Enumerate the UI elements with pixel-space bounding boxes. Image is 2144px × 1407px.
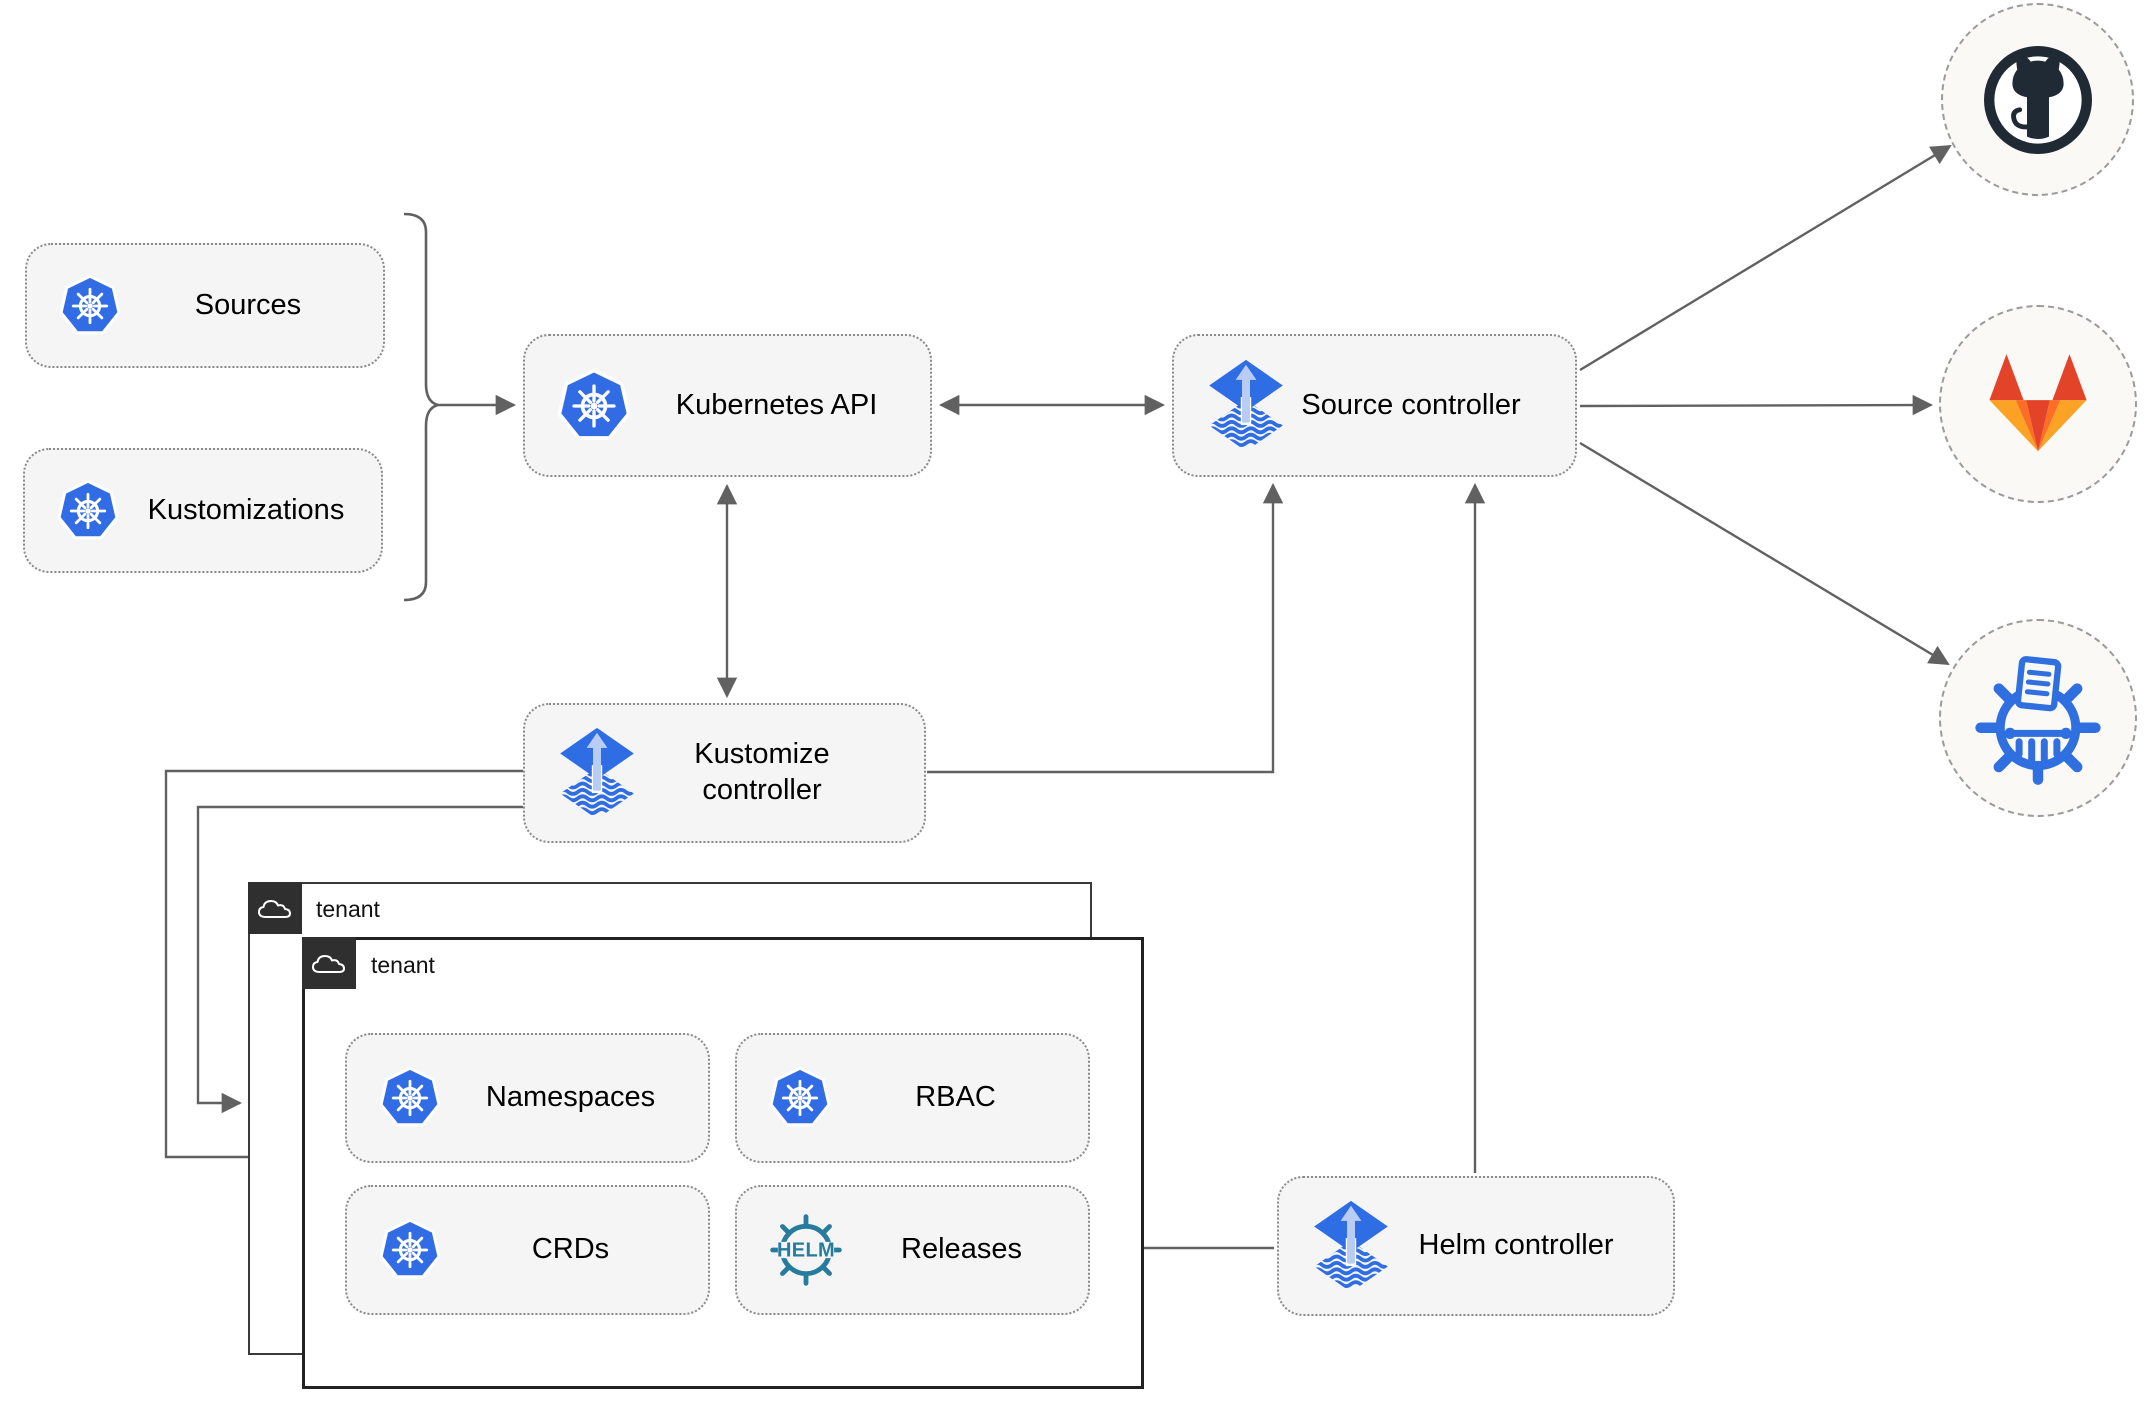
node-sources: Sources [25, 243, 385, 368]
external-github [1941, 3, 2134, 196]
gitlab-icon [1989, 354, 2087, 452]
kubernetes-icon [557, 369, 631, 443]
node-kubernetes-api: Kubernetes API [523, 334, 932, 477]
chartmuseum-icon [1975, 656, 2101, 785]
edge-source-to-github [1579, 144, 1952, 372]
tenant-tab [302, 937, 356, 989]
flux-icon [557, 726, 637, 821]
kubernetes-icon [59, 275, 121, 337]
node-label: Releases [901, 1233, 1022, 1266]
flux-icon [1311, 1199, 1391, 1294]
node-crds: CRDs [345, 1185, 710, 1315]
flux-icon [1206, 358, 1286, 453]
node-label: Source controller [1301, 388, 1521, 421]
node-releases: HELM Releases [735, 1185, 1090, 1315]
node-kustomizations: Kustomizations [23, 448, 383, 573]
edge-kustomize-to-tenant-back [196, 805, 523, 1114]
node-label: RBAC [915, 1081, 996, 1114]
node-rbac: RBAC [735, 1033, 1090, 1163]
node-kustomize-controller: Kustomize controller [523, 703, 926, 843]
node-label: Helm controller [1418, 1229, 1614, 1262]
node-label: Kubernetes API [675, 388, 878, 421]
cloud-icon [255, 892, 295, 924]
kubernetes-icon [379, 1219, 441, 1281]
node-source-controller: Source controller [1172, 334, 1577, 477]
node-namespaces: Namespaces [345, 1033, 710, 1163]
github-icon [1983, 45, 2092, 154]
tenant-group-front: tenant [302, 937, 1144, 1389]
helm-icon: HELM [769, 1213, 843, 1287]
tenant-group-label: tenant [316, 896, 380, 922]
kubernetes-icon [57, 480, 119, 542]
tenant-group-label: tenant [371, 952, 435, 978]
node-label: Namespaces [485, 1081, 656, 1114]
external-gitlab [1939, 305, 2137, 503]
external-chartmuseum [1939, 619, 2137, 817]
helm-logo-text: HELM [777, 1240, 835, 1262]
edge-kustomize-to-source-controller [927, 482, 1284, 774]
node-helm-controller: Helm controller [1277, 1176, 1675, 1316]
kubernetes-icon [379, 1067, 441, 1129]
edge-source-to-chartmuseum [1579, 441, 1950, 666]
node-label: Kustomizations [147, 493, 345, 526]
tenant-tab [248, 882, 302, 934]
kubernetes-icon [769, 1067, 831, 1129]
cloud-icon [309, 947, 349, 979]
edge-kustomize-to-tenant-front [164, 769, 523, 1168]
edge-source-to-gitlab [1579, 394, 1934, 416]
node-label: CRDs [531, 1233, 610, 1266]
node-label: Kustomize controller [694, 738, 830, 806]
node-label: Sources [194, 288, 302, 321]
brace-sources-group [403, 212, 439, 602]
